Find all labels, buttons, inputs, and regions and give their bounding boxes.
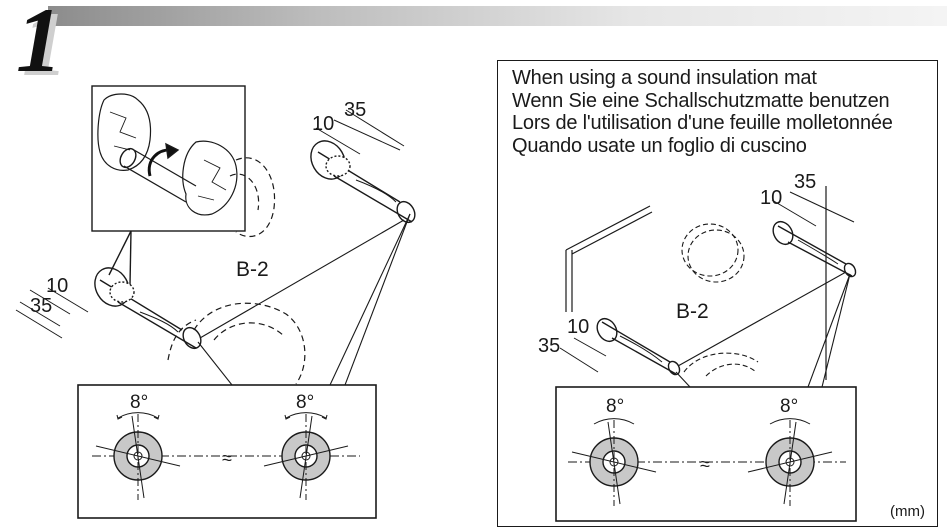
step-number-text: 1 <box>16 0 62 91</box>
unit-label: (mm) <box>890 503 925 520</box>
angle-label-right-2: 8° <box>780 396 798 417</box>
caption-en: When using a sound insulation mat <box>512 67 817 89</box>
dim-inner-left-upper: 10 <box>312 113 334 135</box>
caption-it: Quando usate un foglio di cuscino <box>512 134 807 157</box>
step-number-shadow: 1 <box>22 0 68 95</box>
dim-outer-right-upper: 35 <box>794 171 816 193</box>
dimension-right <box>559 191 855 373</box>
sound-mat-panel: When using a sound insulation mat Wenn S… <box>497 60 938 527</box>
dim-outer-left-lower: 35 <box>30 295 52 317</box>
header-bar <box>48 6 947 26</box>
part-label-left: B-2 <box>236 258 269 281</box>
dimension-left-lower <box>15 287 89 339</box>
part-label-right: B-2 <box>676 300 709 323</box>
rod-left-upper <box>310 140 416 224</box>
dim-inner-right-upper: 10 <box>760 187 782 209</box>
speaker-outline-left <box>167 157 306 385</box>
dim-outer-right-lower: 35 <box>538 335 560 357</box>
hands-inset <box>91 85 246 286</box>
angle-detail-left <box>77 384 377 519</box>
caption-de: Wenn Sie eine Schallschutzmatte benutzen <box>512 89 890 112</box>
angle-label-left-2: 8° <box>296 392 314 413</box>
dim-outer-left-upper: 35 <box>344 99 366 121</box>
speaker-outline-right <box>681 223 759 377</box>
rod-right-lower <box>596 317 681 376</box>
caption-fr: Lors de l'utilisation d'une feuille moll… <box>512 112 893 134</box>
dimension-left-upper <box>315 109 405 155</box>
angle-label-right-1: 8° <box>606 396 624 417</box>
break-mark-right: ≈ <box>700 454 710 474</box>
break-mark-left: ≈ <box>222 448 232 468</box>
rod-left-lower <box>94 267 202 350</box>
step-number: 1 1 <box>6 0 76 91</box>
caption: When using a sound insulation mat Wenn S… <box>512 67 893 157</box>
dim-inner-right-lower: 10 <box>567 316 589 338</box>
dim-inner-left-lower: 10 <box>46 275 68 297</box>
angle-detail-right <box>555 386 857 522</box>
angle-label-left-1: 8° <box>130 392 148 413</box>
